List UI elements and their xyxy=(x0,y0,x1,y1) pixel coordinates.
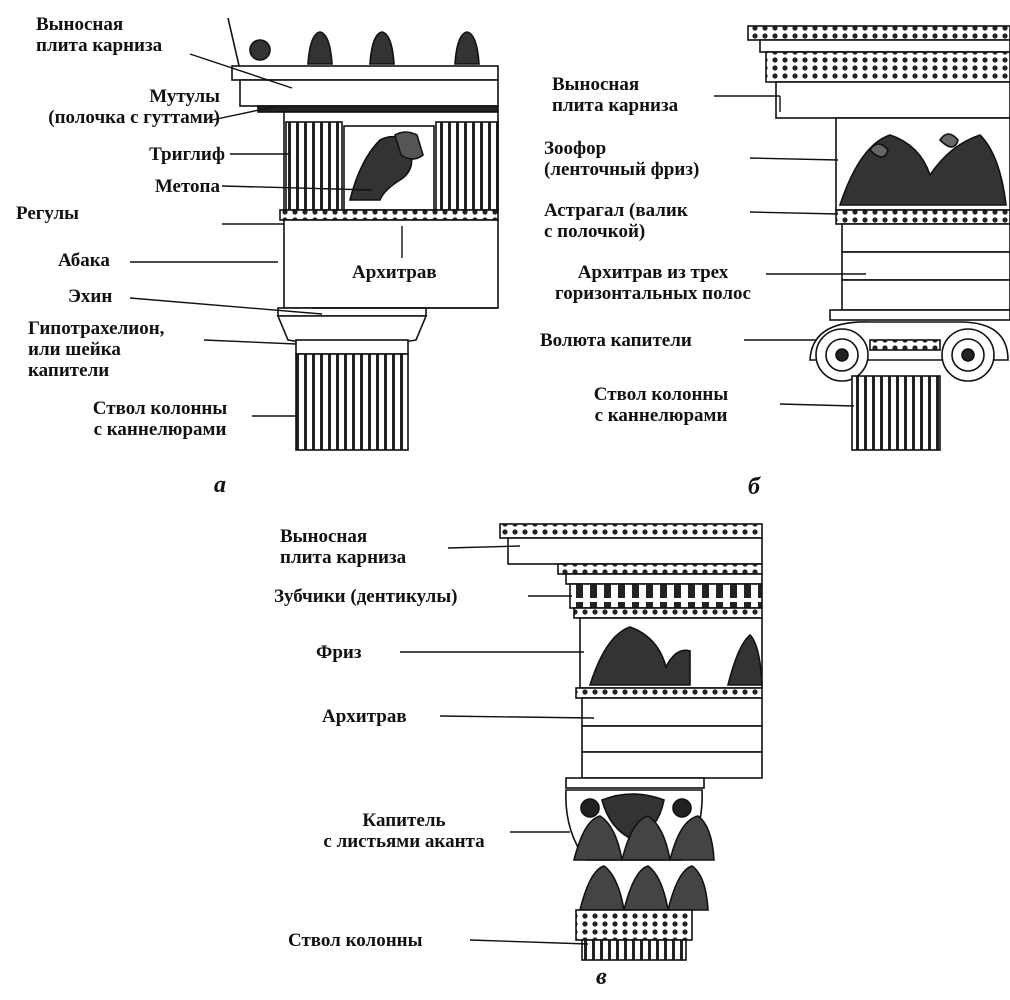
panel-c-caption: в xyxy=(596,964,607,990)
doric-hypotrachelion-label: Гипотрахелион, или шейка капители xyxy=(28,318,165,381)
ionic-shaft-label: Ствол колонны с каннелюрами xyxy=(593,384,729,426)
corinthian-dentils-label: Зубчики (дентикулы) xyxy=(274,586,458,607)
ionic-architrave-label: Архитрав из трех горизонтальных полос xyxy=(555,262,751,304)
leader-lines xyxy=(129,53,866,945)
doric-abacus-label: Абака xyxy=(58,250,110,271)
doric-order-drawing xyxy=(227,17,499,451)
ionic-order-drawing xyxy=(747,25,1010,451)
corinthian-architrave-label: Архитрав xyxy=(322,706,407,727)
corinthian-cornice-label: Выносная плита карниза xyxy=(280,526,407,568)
ionic-astragal-label: Астрагал (валик с полочкой) xyxy=(544,200,688,242)
ionic-volute-label: Волюта капители xyxy=(540,330,692,351)
corinthian-capital-label: Капитель с листьями аканта xyxy=(323,810,485,852)
doric-architrave-label: Архитрав xyxy=(352,262,437,283)
doric-cornice-label: Выносная плита карниза xyxy=(36,14,163,56)
panel-a-caption: а xyxy=(214,472,226,498)
doric-regulae-label: Регулы xyxy=(16,203,79,224)
panel-b-caption: б xyxy=(748,474,760,500)
doric-mutules-label: Мутулы (полочка с гуттами) xyxy=(48,86,220,128)
ionic-zoophoros-label: Зоофор (ленточный фриз) xyxy=(544,138,700,180)
corinthian-shaft-label: Ствол колонны xyxy=(288,930,423,951)
ionic-cornice-label: Выносная плита карниза xyxy=(552,74,679,116)
doric-shaft-label: Ствол колонны с каннелюрами xyxy=(92,398,228,440)
doric-metope-label: Метопа xyxy=(154,176,220,197)
doric-triglyph-label: Триглиф xyxy=(149,144,225,165)
corinthian-order-drawing xyxy=(499,523,763,961)
corinthian-frieze-label: Фриз xyxy=(316,642,362,663)
doric-echinus-label: Эхин xyxy=(68,286,113,307)
